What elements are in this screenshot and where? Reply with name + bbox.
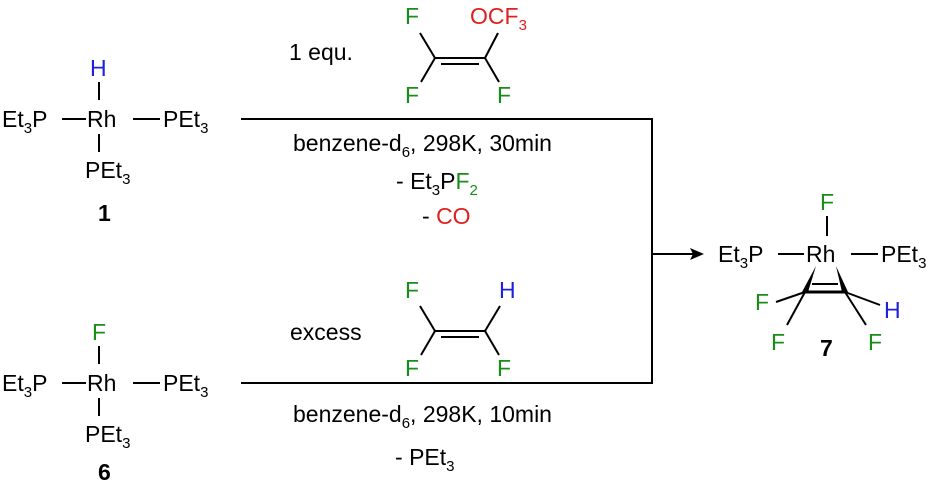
rh-atom-1: Rh [87, 106, 116, 132]
rh-atom-6: Rh [87, 370, 116, 396]
bond-c2-f-down [844, 291, 867, 326]
reagent-top: 1 equ. F OCF3 F F [289, 3, 527, 108]
f-bottom-left: F [405, 82, 419, 108]
compound-1: H Et3P Rh PEt3 PEt3 1 [2, 55, 208, 226]
fluoride-f: F [92, 319, 106, 345]
f-7-bottom-right: F [868, 329, 882, 355]
conditions-top: benzene-d6, 298K, 30min [293, 130, 552, 161]
rh-atom-7: Rh [806, 241, 835, 267]
byproduct-pet3: - PEt3 [395, 444, 454, 475]
bond-c1-f-bottom [420, 57, 436, 83]
excess-label: excess [290, 319, 362, 345]
equiv-label: 1 equ. [289, 39, 353, 65]
pet3-bottom-1: PEt3 [85, 157, 130, 188]
f-top-left: F [405, 3, 419, 29]
wedge-rh-c1 [802, 266, 816, 292]
rh-f-7: F [820, 189, 834, 215]
f-tfe-top-left: F [405, 277, 419, 303]
bond-c1-f-left [775, 291, 806, 303]
compound-label-1: 1 [98, 200, 111, 226]
bond-c2-h [844, 291, 881, 306]
f-bottom-right: F [497, 82, 511, 108]
reagent-bottom: excess F H F F [290, 277, 516, 381]
bond-f-c1-top [419, 32, 436, 59]
compound-label-6: 6 [98, 459, 111, 485]
h-tfe-top-right: H [499, 277, 516, 303]
h-7-right: H [884, 297, 901, 323]
reaction-line-bottom [241, 254, 653, 384]
pet3-right-1: PEt3 [163, 106, 208, 137]
ocf3-group: OCF3 [470, 3, 527, 34]
f-7-bottom-left: F [771, 329, 785, 355]
conditions-bottom: benzene-d6, 298K, 10min [293, 401, 552, 432]
pet3-right-7: PEt3 [881, 241, 926, 272]
pet3-left-6: Et3P [2, 370, 47, 401]
pet3-left-1: Et3P [2, 106, 47, 137]
bond-c1-f-bottom-tfe [420, 330, 436, 356]
f-tfe-bottom-right: F [497, 355, 511, 381]
bond-c2-f-bottom-tfe [484, 330, 500, 356]
f-tfe-bottom-left: F [405, 355, 419, 381]
bond-c2-o [484, 32, 499, 59]
bond-c2-h-tfe [484, 305, 501, 332]
wedge-rh-c2 [836, 266, 848, 292]
compound-7: F Et3P Rh PEt3 F F F H 7 [718, 189, 926, 361]
byproduct-et3pf2: - Et3PF2 [396, 168, 478, 199]
pet3-right-6: PEt3 [163, 370, 208, 401]
bond-c1-f-down [786, 291, 806, 326]
bond-c2-f-bottom [484, 57, 500, 83]
f-7-left: F [755, 289, 769, 315]
compound-6: F Et3P Rh PEt3 PEt3 6 [2, 319, 208, 485]
hydride-h: H [90, 55, 107, 81]
pet3-bottom-6: PEt3 [85, 421, 130, 452]
bond-f-c1-tfe [419, 305, 436, 332]
compound-label-7: 7 [820, 335, 833, 361]
byproduct-co: - CO [422, 203, 471, 229]
product-arrowhead [690, 248, 704, 260]
pet3-left-7: Et3P [718, 241, 763, 272]
reaction-line-top [241, 118, 653, 254]
